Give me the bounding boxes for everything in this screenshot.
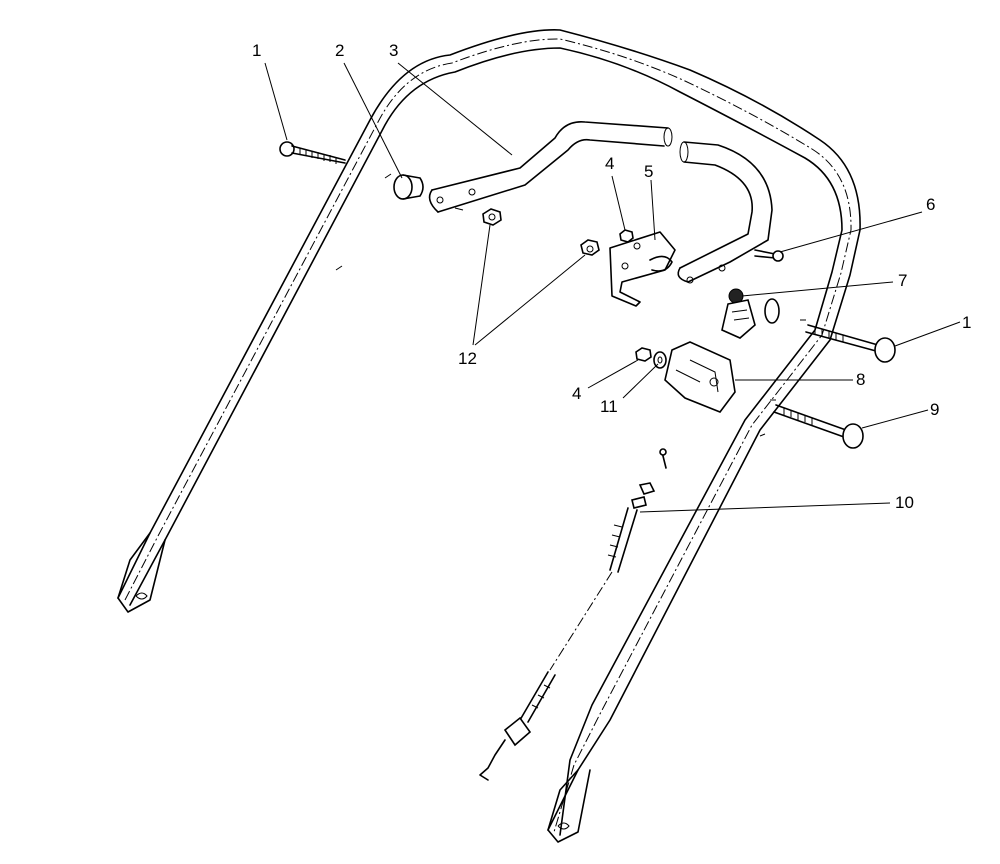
callout-12: 12 (458, 349, 477, 368)
callout-7: 7 (898, 271, 908, 290)
part-4-nut-lower (635, 347, 652, 362)
callout-6: 6 (926, 195, 936, 214)
part-6-screw (754, 249, 784, 262)
callout-8: 8 (856, 370, 866, 389)
part-8-latch (664, 341, 736, 413)
part-11-washer (653, 351, 667, 369)
part-4-nut-upper (619, 229, 634, 243)
callout-3: 3 (389, 41, 399, 60)
callout-1-left: 1 (252, 41, 262, 60)
callout-10: 10 (895, 493, 914, 512)
callout-9: 9 (930, 400, 940, 419)
part-9-bolt (773, 404, 864, 449)
leader-lines (264, 62, 961, 513)
part-10-cable (479, 448, 667, 781)
callout-11: 11 (600, 397, 618, 416)
part-1-bolt-right (805, 324, 896, 363)
part-7-cam (721, 288, 780, 339)
callout-2: 2 (335, 41, 345, 60)
part-1-bolt-left (279, 141, 346, 164)
part-2-bushing (393, 174, 424, 200)
callout-4-upper: 4 (605, 154, 615, 173)
part-12-nuts (482, 208, 600, 256)
part-3-control-bail (428, 121, 773, 284)
part-5-bracket (609, 231, 676, 307)
callout-1-right: 1 (962, 313, 972, 332)
callout-5: 5 (644, 162, 654, 181)
handle-frame (117, 29, 861, 843)
callout-4-lower: 4 (572, 384, 582, 403)
